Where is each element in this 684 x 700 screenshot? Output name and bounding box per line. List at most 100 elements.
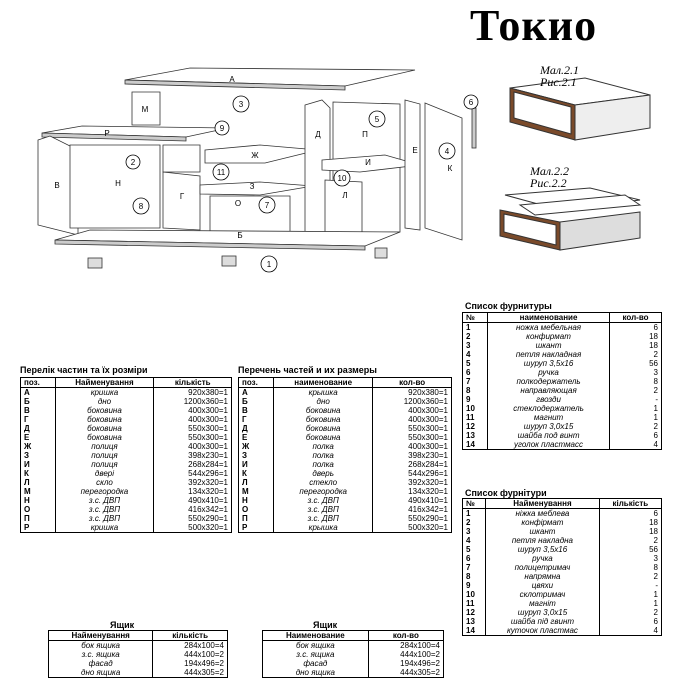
table-cell: боковина: [54, 424, 155, 433]
table-cell: стекло: [272, 478, 374, 487]
table-cell: 550x300=1: [372, 424, 452, 433]
table-cell: 3: [461, 527, 487, 536]
parts-ru-caption: Перечень частей и их размеры: [238, 365, 377, 375]
callout-3: 3: [239, 100, 244, 109]
parts-ua-caption: Перелік частин та їх розміри: [20, 365, 148, 375]
table-cell: 920x380=1: [372, 387, 452, 397]
drawer-ua-caption: Ящик: [110, 620, 135, 630]
table-cell: шайба под винт: [487, 431, 611, 440]
table-cell: полиця: [54, 460, 155, 469]
table-cell: 284x100=4: [367, 640, 445, 650]
column-header: наименование: [487, 312, 611, 323]
table-cell: шкант: [485, 527, 600, 536]
table-cell: 194x496=2: [152, 659, 228, 668]
column-header: кол-во: [367, 630, 445, 641]
table-cell: ніжка меблева: [485, 508, 600, 518]
figure-label-2-ru: Рис.2.2: [530, 176, 567, 190]
table-cell: боковина: [54, 433, 155, 442]
table-cell: 2: [461, 518, 487, 527]
table-cell: 398x230=1: [372, 451, 452, 460]
table-cell: дно: [272, 397, 374, 406]
table-cell: боковина: [272, 433, 374, 442]
table-cell: полицетримач: [485, 563, 600, 572]
table-cell: шайба під гвинт: [485, 617, 600, 626]
table-cell: з.с. ящика: [47, 650, 154, 659]
svg-text:Р: Р: [104, 129, 109, 138]
table-cell: з.с. ДВП: [272, 496, 374, 505]
table-cell: 550x290=1: [153, 514, 232, 523]
table-cell: 8: [461, 572, 487, 581]
table-cell: 6: [598, 617, 663, 626]
table-cell: 1: [609, 404, 662, 413]
table-cell: кришка: [54, 387, 155, 397]
table-cell: 3: [461, 341, 489, 350]
table-cell: бок ящика: [262, 640, 369, 650]
callout-11: 11: [217, 168, 226, 177]
table-cell: 444x100=2: [367, 650, 445, 659]
table-cell: Д: [238, 424, 274, 433]
panel-e: [404, 99, 421, 231]
callout-8: 8: [139, 202, 144, 211]
svg-text:З: З: [250, 182, 255, 191]
panel-z: [199, 181, 314, 196]
table-cell: 13: [461, 617, 487, 626]
table-cell: О: [238, 505, 274, 514]
table-cell: 500x320=1: [372, 523, 452, 533]
svg-text:О: О: [235, 199, 241, 208]
svg-text:Б: Б: [237, 231, 242, 240]
table-cell: дверь: [272, 469, 374, 478]
table-cell: 444x305=2: [367, 668, 445, 678]
table-cell: -: [598, 581, 663, 590]
table-cell: М: [20, 487, 56, 496]
table-cell: полка: [272, 451, 374, 460]
table-cell: 5: [461, 359, 489, 368]
drawer-ru-caption: Ящик: [313, 620, 338, 630]
table-cell: 400x300=1: [372, 406, 452, 415]
table-cell: 400x300=1: [153, 406, 232, 415]
figure-label-2-ua: Мал.2.2: [530, 164, 570, 178]
column-header: кол-во: [372, 377, 452, 388]
table-cell: 14: [461, 440, 489, 450]
table-cell: конфірмат: [485, 518, 600, 527]
table-cell: 490x410=1: [372, 496, 452, 505]
table-cell: боковина: [272, 406, 374, 415]
column-header: Найменування: [54, 377, 155, 388]
table-cell: стеклодержатель: [487, 404, 611, 413]
table-cell: Н: [20, 496, 56, 505]
table-cell: 2: [609, 386, 662, 395]
table-cell: з.с. ДВП: [272, 505, 374, 514]
table-cell: боковина: [54, 406, 155, 415]
table-cell: фасад: [47, 659, 154, 668]
table-cell: 4: [461, 350, 489, 359]
table-cell: дно ящика: [47, 668, 154, 678]
table-cell: 10: [461, 590, 487, 599]
